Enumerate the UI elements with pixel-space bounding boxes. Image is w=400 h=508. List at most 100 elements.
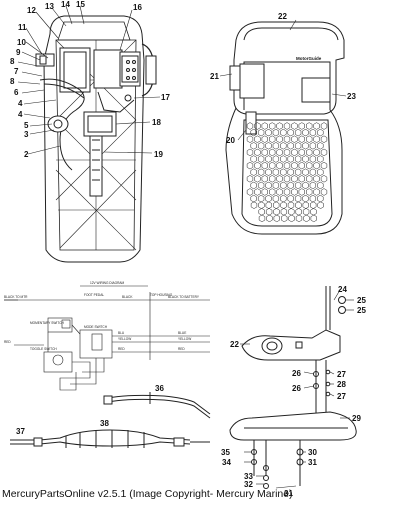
wiring-label-toggle-switch: TOGGLE SWITCH: [30, 347, 57, 351]
grip-hex: [313, 135, 320, 143]
grip-hex: [266, 214, 273, 223]
callout-25b: 25: [357, 306, 366, 315]
grip-hex: [298, 188, 305, 196]
callout-26a: 26: [292, 369, 301, 378]
grip-hex: [265, 208, 273, 216]
cable-36: [103, 392, 211, 419]
wiring-label-yel: YELLOW: [118, 337, 131, 341]
grip-hex: [280, 201, 287, 209]
grip-hex: [265, 168, 272, 176]
callout-8b: 8: [10, 77, 15, 86]
grip-hex: [261, 161, 268, 170]
callout-15: 15: [76, 0, 85, 9]
grip-hex: [287, 155, 294, 163]
grip-hex: [302, 208, 310, 216]
grip-hex: [317, 181, 324, 190]
grip-hex: [309, 181, 317, 190]
footer-caption: MercuryPartsOnline v2.5.1 (Image Copyrig…: [2, 488, 293, 500]
grip-hex: [306, 122, 313, 130]
grip-hex: [295, 214, 303, 223]
callout-14: 14: [61, 0, 70, 9]
grip-hex: [317, 128, 324, 137]
grip-hex: [302, 168, 309, 176]
callout-36: 36: [155, 384, 164, 393]
grip-hex: [265, 181, 272, 190]
wiring-label-momentary: MOMENTARY SWITCH: [30, 321, 65, 325]
grip-hex: [287, 201, 295, 209]
shaft-assembly-view: [229, 286, 357, 489]
grip-hex: [309, 194, 317, 203]
callout-31a: 31: [308, 458, 317, 467]
callout-6: 6: [14, 88, 19, 97]
grip-hex: [313, 188, 320, 196]
grip-hex: [273, 214, 280, 223]
grip-hex: [276, 148, 283, 157]
grip-hex: [276, 135, 283, 143]
grip-hex: [246, 122, 254, 130]
grip-hex: [261, 188, 268, 196]
wiring-title: 12V WIRING DIAGRAM: [90, 281, 125, 285]
grip-hex: [258, 201, 265, 209]
grip-hex: [313, 122, 320, 130]
grip-hex: [261, 122, 268, 130]
callout-17: 17: [161, 93, 170, 102]
grip-hex: [246, 161, 254, 170]
wiring-label-yellow: YELLOW: [178, 337, 191, 341]
grip-hex: [283, 175, 291, 183]
grip-hex: [272, 181, 280, 190]
grip-hex: [250, 128, 257, 137]
grip-hex: [257, 142, 265, 150]
grip-hex: [269, 148, 276, 157]
grip-hex: [276, 122, 283, 130]
grip-hex: [320, 148, 328, 157]
grip-hex: [309, 168, 317, 176]
grip-hex: [298, 122, 305, 130]
grip-hex: [272, 194, 280, 203]
grip-hex: [320, 161, 328, 170]
grip-hex: [254, 148, 261, 157]
grip-hex: [291, 161, 298, 170]
cable-37: [10, 437, 43, 447]
grip-hex: [302, 155, 309, 163]
grip-hex: [280, 168, 287, 176]
grip-hex: [281, 214, 288, 223]
callout-38: 38: [100, 419, 109, 428]
grip-hex: [283, 161, 291, 170]
grip-hex: [257, 128, 265, 137]
grip-hex: [287, 181, 294, 190]
grip-hex: [269, 175, 276, 183]
grip-hex: [317, 155, 324, 163]
callout-4b: 4: [18, 110, 23, 119]
grip-hex: [298, 135, 305, 143]
grip-hex: [246, 148, 254, 157]
grip-hex: [265, 201, 272, 209]
grip-hex: [272, 128, 280, 137]
grip-hex: [313, 175, 320, 183]
callout-22b: 22: [230, 340, 239, 349]
grip-hex: [313, 148, 320, 157]
grip-hex: [265, 155, 272, 163]
grip-hex: [302, 201, 309, 209]
grip-hex: [320, 188, 328, 196]
grip-hex: [294, 194, 302, 203]
callout-22a: 22: [278, 12, 287, 21]
grip-hex: [257, 181, 265, 190]
callout-2: 2: [24, 150, 29, 159]
grip-hex: [246, 188, 254, 196]
callout-25a: 25: [357, 296, 366, 305]
grip-hex: [298, 175, 305, 183]
callout-4a: 4: [18, 99, 23, 108]
grip-hex: [280, 194, 287, 203]
grip-hex: [291, 135, 298, 143]
grip-hex: [246, 135, 254, 143]
brand-logo: MotorGuide: [296, 56, 322, 61]
grip-hex: [320, 122, 328, 130]
grip-hex: [254, 135, 261, 143]
grip-hex: [298, 161, 305, 170]
grip-hex: [254, 175, 261, 183]
callout-29: 29: [352, 414, 361, 423]
grip-hex: [306, 175, 313, 183]
grip-hex: [261, 175, 268, 183]
grip-hex: [254, 188, 261, 196]
